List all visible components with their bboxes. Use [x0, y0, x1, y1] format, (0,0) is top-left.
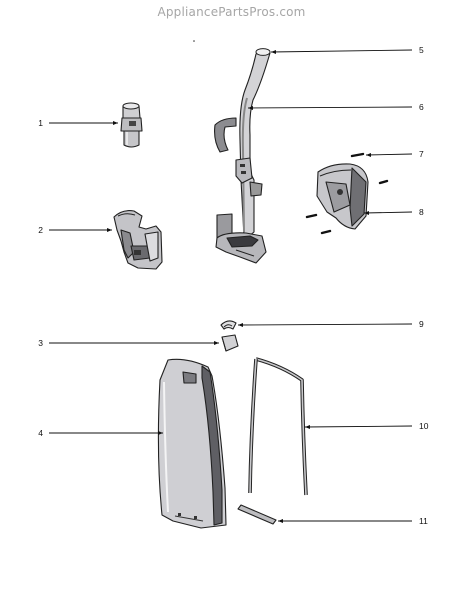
stray-dot [193, 40, 195, 42]
callout-2: 2 [38, 225, 112, 235]
callout-3: 3 [38, 338, 219, 348]
callout-1: 1 [38, 118, 118, 128]
callout-5: 5 [270, 45, 424, 55]
part-1-coupling[interactable] [120, 102, 143, 148]
callout-1-label: 1 [38, 118, 43, 128]
callout-9-label: 9 [419, 319, 424, 329]
part-4-door-panel[interactable] [157, 358, 227, 529]
callout-11: 11 [278, 516, 428, 526]
part-5-6-handle-tube[interactable] [214, 48, 271, 264]
callout-8: 8 [363, 207, 424, 217]
callout-4-label: 4 [38, 428, 43, 438]
callout-4: 4 [38, 428, 163, 438]
callout-6: 6 [247, 102, 424, 112]
callout-7: 7 [365, 149, 424, 159]
callout-2-label: 2 [38, 225, 43, 235]
callout-3-label: 3 [38, 338, 43, 348]
part-3-tab[interactable] [221, 334, 239, 352]
part-8-cover[interactable] [316, 163, 369, 230]
callout-5-label: 5 [419, 45, 424, 55]
callout-11-label: 11 [419, 516, 428, 526]
part-11-strip[interactable] [237, 504, 277, 525]
part-10-gasket[interactable] [248, 357, 308, 496]
callout-9: 9 [237, 319, 424, 329]
callout-10-label: 10 [419, 421, 429, 431]
callout-6-label: 6 [419, 102, 424, 112]
part-2-bracket[interactable] [113, 210, 163, 270]
watermark: AppliancePartsPros.com [157, 5, 306, 19]
callout-7-label: 7 [419, 149, 424, 159]
part-9-clip[interactable] [220, 320, 237, 330]
part-7-screws[interactable] [305, 152, 389, 235]
callout-10: 10 [304, 421, 429, 431]
callout-8-label: 8 [419, 207, 424, 217]
